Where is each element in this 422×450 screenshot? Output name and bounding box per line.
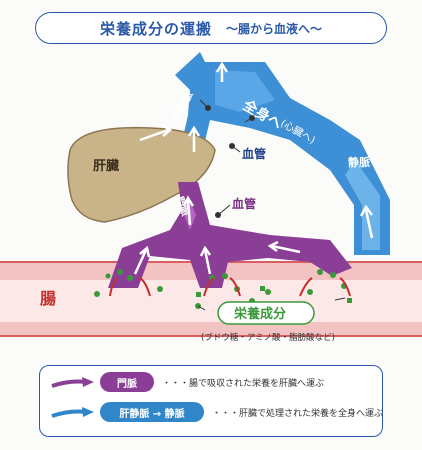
purple-arrow-icon (51, 377, 94, 388)
legend-portal-pill: 門脈 (100, 372, 154, 392)
blood-vessel-mid-label: 血管 (232, 196, 256, 211)
intestine-label: 腸 (40, 289, 56, 308)
vein-vessels (175, 52, 390, 255)
flow-arrows (133, 61, 374, 275)
page-subtitle: ～腸から血液へ～ (226, 21, 323, 36)
legend-row-portal: 門脈 ・・・腸で吸収された栄養を肝臓へ運ぶ (40, 372, 382, 394)
legend-hepatic-desc: ・・・肝臓で処理された栄養を全身へ運ぶ (212, 409, 384, 419)
title-banner: 栄養成分の運搬 ～腸から血液へ～ (35, 12, 387, 44)
absorption-arrows (109, 277, 351, 297)
blood-vessel-top-label: 血管 (242, 146, 266, 161)
liver-label: 肝臓 (93, 158, 119, 174)
legend-hepatic-pill: 肝静脈 → 静脈 (100, 402, 204, 422)
blue-arrow-icon (51, 407, 94, 418)
nutrients-label: 栄養成分 (233, 306, 286, 322)
legend: 門脈 ・・・腸で吸収された栄養を肝臓へ運ぶ 肝静脈 → 静脈 ・・・肝臓で処理さ… (39, 365, 383, 437)
nutrients-examples-label: (ブドウ糖・アミノ酸・脂肪酸など) (201, 332, 335, 343)
legend-portal-desc: ・・・腸で吸収された栄養を肝臓へ運ぶ (162, 379, 325, 389)
page-title: 栄養成分の運搬 (99, 19, 212, 38)
nutrients-box (217, 301, 315, 325)
label-pointers (197, 99, 346, 311)
vein-label: 静脈 (348, 155, 370, 169)
liver-shape (67, 126, 216, 223)
legend-row-hepatic: 肝静脈 → 静脈 ・・・肝臓で処理された栄養を全身へ運ぶ (40, 402, 384, 424)
